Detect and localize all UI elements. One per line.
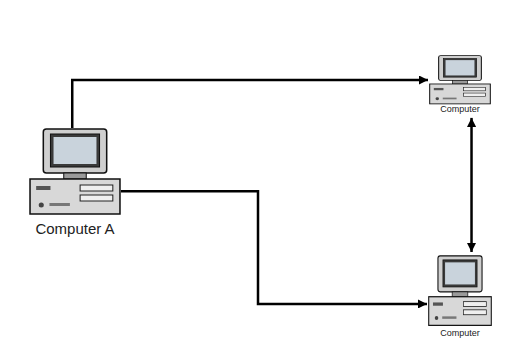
computer-icon (429, 55, 491, 105)
computer-label: Computer (440, 329, 480, 339)
arrow-connector (121, 191, 427, 304)
computer-node: Computer (424, 255, 496, 339)
computer-node: Computer A (12, 128, 138, 238)
arrow-connector (470, 118, 473, 252)
computer-label: Computer (440, 105, 480, 115)
computer-icon (29, 128, 121, 216)
computer-node: Computer (424, 55, 496, 115)
computer-label: Computer A (35, 221, 114, 238)
arrow-connector (72, 80, 428, 128)
computer-icon (428, 255, 492, 327)
